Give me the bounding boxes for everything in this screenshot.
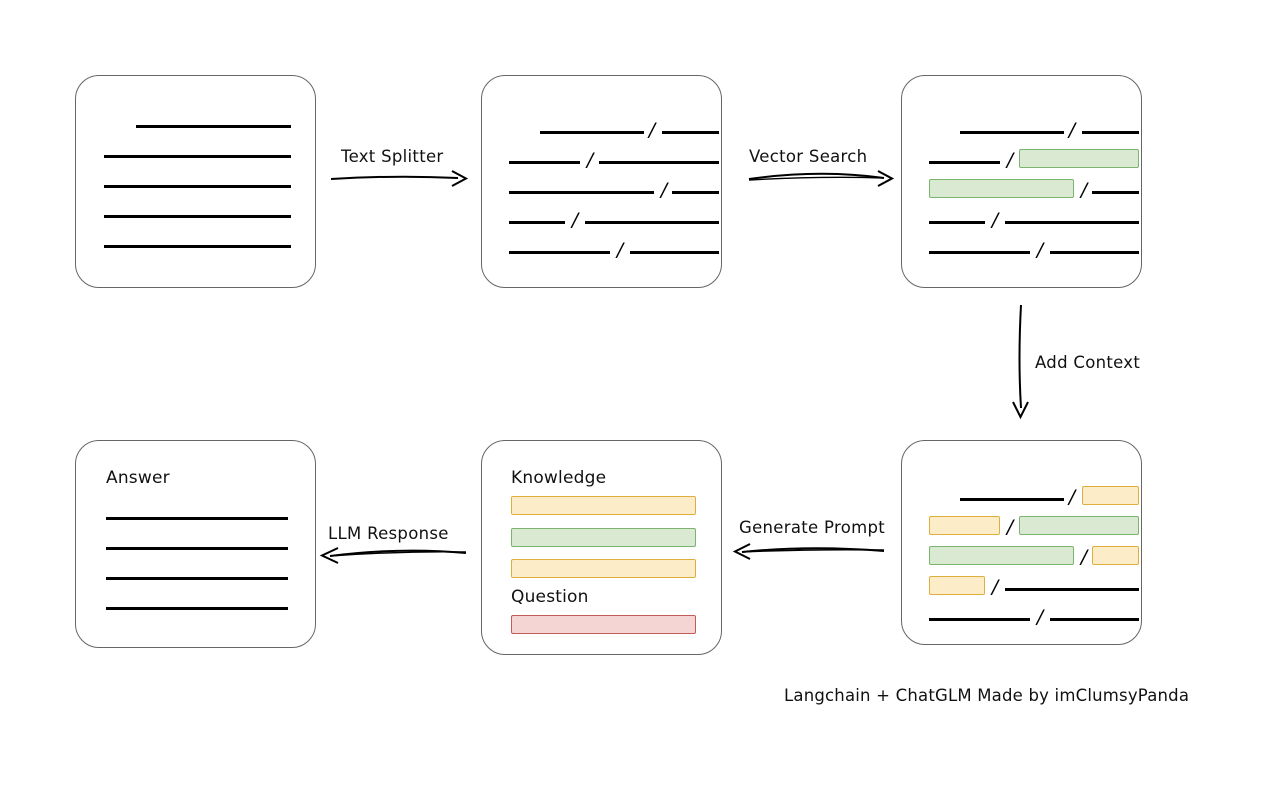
chunk-row: /: [902, 142, 1141, 170]
chunk-row: /: [482, 172, 721, 200]
chunk-segment: [509, 251, 610, 254]
chunk-separator: /: [1080, 546, 1088, 568]
split-chunks-rows: / / / / /: [482, 76, 721, 287]
chunk-segment: [1050, 618, 1139, 621]
chunk-separator: /: [616, 239, 624, 261]
chunk-separator: /: [991, 576, 999, 598]
answer-line: [106, 547, 288, 550]
knowledge-bar: [511, 559, 696, 578]
chunk-separator: /: [586, 149, 594, 171]
chunk-row: /: [902, 539, 1141, 567]
chunk-segment: [929, 251, 1030, 254]
document-line: [104, 155, 291, 158]
chunk-segment-highlight-green: [929, 546, 1074, 565]
chunk-segment: [630, 251, 719, 254]
vector-result-rows: / / / / /: [902, 76, 1141, 287]
chunk-segment-highlight-green: [929, 179, 1074, 198]
question-heading: Question: [511, 587, 589, 607]
chunk-segment: [1005, 221, 1139, 224]
arrow-vector-search: [748, 170, 895, 187]
card-prompt[interactable]: Knowledge Question: [481, 440, 722, 655]
chunk-row: /: [482, 232, 721, 260]
chunk-segment: [509, 161, 580, 164]
arrow-label-vector-search: Vector Search: [749, 147, 868, 166]
arrow-label-add-context: Add Context: [1035, 353, 1141, 372]
chunk-separator: /: [1080, 179, 1088, 201]
chunk-segment: [1050, 251, 1139, 254]
chunk-segment: [960, 131, 1064, 134]
chunk-row: /: [482, 112, 721, 140]
arrow-add-context: [1012, 304, 1029, 420]
chunk-segment: [1082, 131, 1139, 134]
chunk-row: /: [482, 142, 721, 170]
chunk-separator: /: [1036, 606, 1044, 628]
chunk-segment: [672, 191, 719, 194]
chunk-separator: /: [1006, 149, 1014, 171]
arrow-label-llm-response: LLM Response: [328, 524, 449, 543]
card-vector-search-result[interactable]: / / / / /: [901, 75, 1142, 288]
card-answer[interactable]: Answer: [75, 440, 316, 648]
chunk-separator: /: [660, 179, 668, 201]
chunk-segment-highlight-yellow: [1082, 486, 1139, 505]
chunk-segment: [929, 161, 1000, 164]
chunk-segment: [540, 131, 644, 134]
chunk-separator: /: [991, 209, 999, 231]
chunk-separator: /: [648, 119, 656, 141]
card-split-chunks[interactable]: / / / / /: [481, 75, 722, 288]
chunk-separator: /: [571, 209, 579, 231]
chunk-segment: [599, 161, 719, 164]
question-bar: [511, 615, 696, 634]
arrow-generate-prompt: [732, 543, 885, 560]
card-context-added[interactable]: / / / / /: [901, 440, 1142, 645]
arrow-label-generate-prompt: Generate Prompt: [739, 518, 885, 537]
document-line: [104, 245, 291, 248]
answer-line: [106, 607, 288, 610]
chunk-segment: [960, 498, 1064, 501]
chunk-separator: /: [1068, 486, 1076, 508]
chunk-separator: /: [1006, 516, 1014, 538]
chunk-separator: /: [1036, 239, 1044, 261]
prompt-content: Knowledge Question: [482, 441, 721, 654]
card-source-document[interactable]: [75, 75, 316, 288]
footer-credit: Langchain + ChatGLM Made by imClumsyPand…: [784, 686, 1190, 705]
document-line: [136, 125, 291, 128]
knowledge-bar: [511, 528, 696, 547]
chunk-row: /: [902, 479, 1141, 507]
chunk-segment-highlight-green: [1019, 149, 1139, 168]
chunk-segment-highlight-yellow: [929, 516, 1000, 535]
chunk-segment: [1092, 191, 1139, 194]
knowledge-bar: [511, 496, 696, 515]
answer-line: [106, 517, 288, 520]
chunk-row: /: [482, 202, 721, 230]
answer-heading: Answer: [106, 468, 170, 488]
chunk-row: /: [902, 509, 1141, 537]
chunk-row: /: [902, 232, 1141, 260]
chunk-segment: [662, 131, 719, 134]
chunk-row: /: [902, 112, 1141, 140]
source-document-lines: [76, 76, 315, 287]
chunk-segment: [585, 221, 719, 224]
chunk-segment: [929, 618, 1030, 621]
chunk-row: /: [902, 569, 1141, 597]
chunk-segment: [929, 221, 985, 224]
context-added-rows: / / / / /: [902, 441, 1141, 644]
chunk-segment: [1005, 588, 1139, 591]
answer-line: [106, 577, 288, 580]
chunk-separator: /: [1068, 119, 1076, 141]
arrow-text-splitter: [330, 170, 469, 187]
arrow-llm-response: [319, 547, 467, 564]
arrow-label-text-splitter: Text Splitter: [341, 147, 444, 166]
chunk-row: /: [902, 202, 1141, 230]
chunk-segment-highlight-yellow: [1092, 546, 1139, 565]
chunk-segment: [509, 191, 654, 194]
document-line: [104, 215, 291, 218]
chunk-row: /: [902, 599, 1141, 627]
chunk-row: /: [902, 172, 1141, 200]
document-line: [104, 185, 291, 188]
chunk-segment-highlight-yellow: [929, 576, 985, 595]
answer-content: Answer: [76, 441, 315, 647]
chunk-segment-highlight-green: [1019, 516, 1139, 535]
chunk-segment: [509, 221, 565, 224]
knowledge-heading: Knowledge: [511, 468, 607, 488]
